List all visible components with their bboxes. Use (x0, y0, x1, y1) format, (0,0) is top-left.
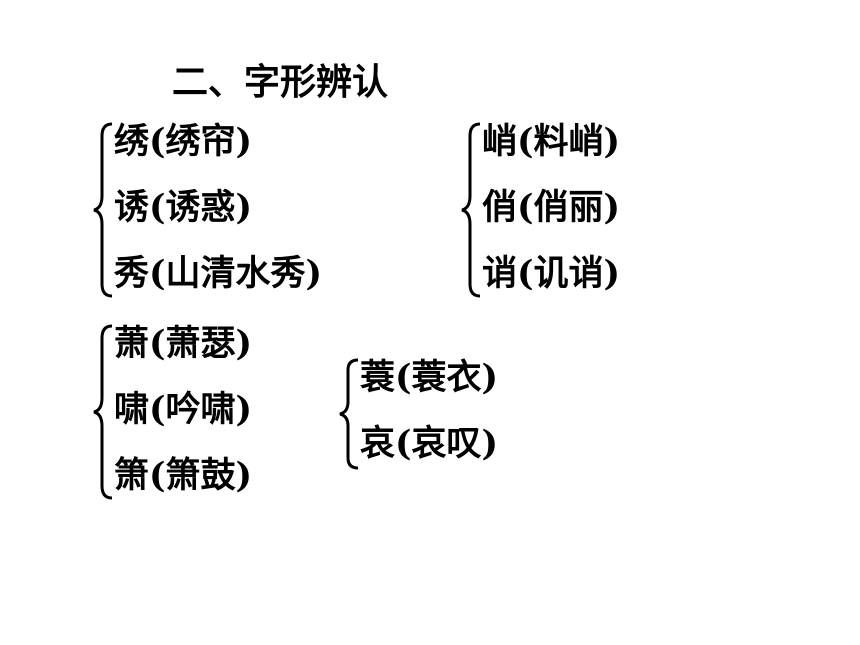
group-item: 俏(俏丽) (482, 187, 621, 228)
group-item: 萧(萧瑟) (114, 323, 253, 364)
left-brace (339, 358, 359, 470)
group-item: 秀(山清水秀) (114, 253, 323, 294)
group-item: 峭(料峭) (482, 121, 621, 162)
group-item: 啸(吟啸) (114, 389, 253, 430)
char-group-xiao: 萧(萧瑟) 啸(吟啸) 箫(箫鼓) (92, 322, 292, 502)
char-group-xiu: 绣(绣帘) 诱(诱惑) 秀(山清水秀) (92, 120, 352, 300)
group-item: 诱(诱惑) (114, 187, 253, 228)
group-item: 绣(绣帘) (114, 121, 253, 162)
group-item: 箫(箫鼓) (114, 455, 253, 496)
group-item: 蓑(蓑衣) (360, 357, 499, 398)
left-brace (93, 324, 113, 500)
group-item: 诮(讥诮) (482, 253, 621, 294)
char-group-suo-ai: 蓑(蓑衣) 哀(哀叹) (338, 356, 538, 472)
left-brace (93, 122, 113, 298)
group-item: 哀(哀叹) (360, 423, 499, 464)
left-brace (461, 122, 481, 298)
char-group-qiao: 峭(料峭) 俏(俏丽) 诮(讥诮) (460, 120, 660, 300)
section-title: 二、字形辨认 (172, 61, 389, 103)
